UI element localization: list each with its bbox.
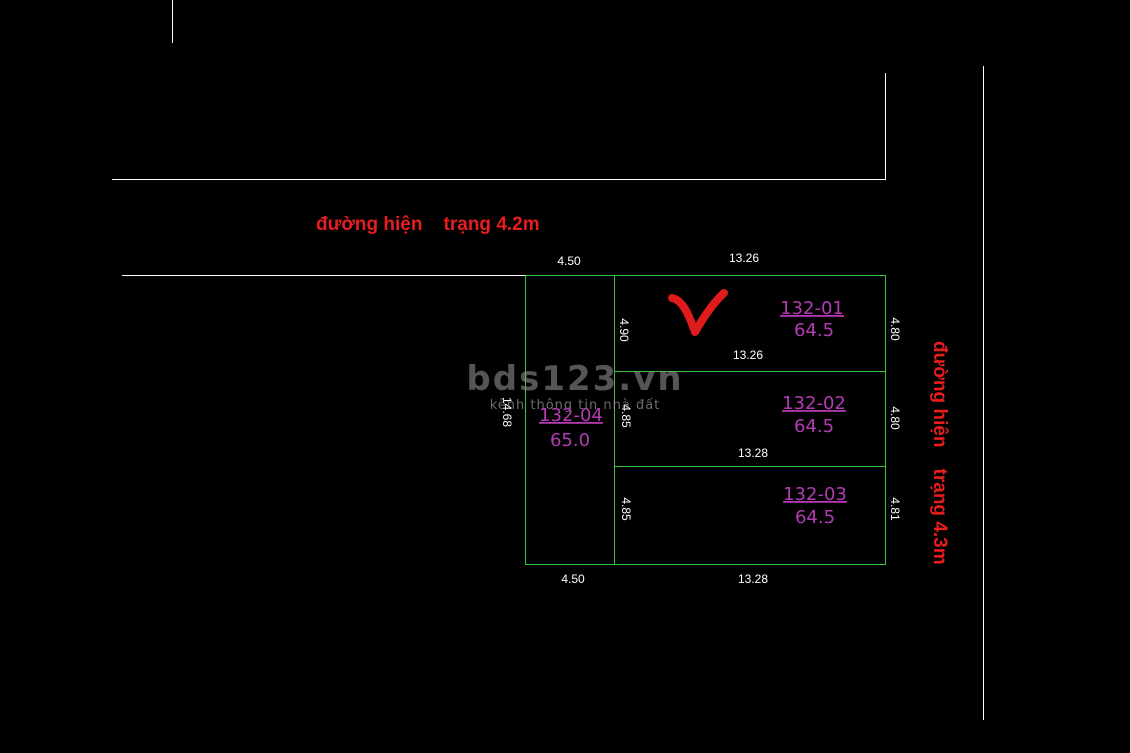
dimension-lot2-bottom: 13.28 [738,446,768,460]
lot-id-132-04: 132-04 [539,405,603,426]
watermark: bds123.vn kênh thông tin nhà đất [466,359,683,413]
lot-outlines [525,275,886,565]
dimension-bottom-right: 13.28 [738,572,768,586]
dimension-lot1-bottom: 13.26 [733,348,763,362]
dimension-lot2-right: 4.80 [888,406,902,430]
lot-area-132-04: 65.0 [550,430,590,451]
lot-area-132-01: 64.5 [794,320,834,341]
dimension-left-side: 14.68 [500,397,514,427]
lot-area-132-03: 64.5 [795,507,835,528]
lot-id-132-03: 132-03 [783,484,847,505]
dimension-bottom-left: 4.50 [561,572,585,586]
check-mark-icon [668,289,728,336]
lot-labels: 132-01 64.5 132-02 64.5 132-03 64.5 132-… [539,298,847,528]
lot-id-132-02: 132-02 [782,393,846,414]
dimension-lot1-right: 4.80 [888,317,902,341]
dimension-lot2-left: 4.85 [619,404,633,428]
watermark-brand: bds123.vn [466,359,683,399]
lot-id-132-01: 132-01 [780,298,844,319]
dimension-labels: 4.50 13.26 13.26 13.28 4.50 13.28 14.68 … [500,251,902,586]
upper-road-boundary [112,73,886,180]
boundary-lines [112,0,984,720]
lot-area-132-02: 64.5 [794,416,834,437]
dimension-lot1-left: 4.90 [617,318,631,342]
road-label-top: đường hiện trạng 4.2m [316,214,540,235]
parcel-outline [525,275,886,565]
road-label-right: đường hiện trạng 4.3m [929,341,950,565]
watermark-tagline: kênh thông tin nhà đất [490,398,661,413]
dimension-top-left: 4.50 [557,254,581,268]
dimension-lot3-left: 4.85 [619,497,633,521]
dimension-lot3-right: 4.81 [888,497,902,521]
dimension-top-right: 13.26 [729,251,759,265]
